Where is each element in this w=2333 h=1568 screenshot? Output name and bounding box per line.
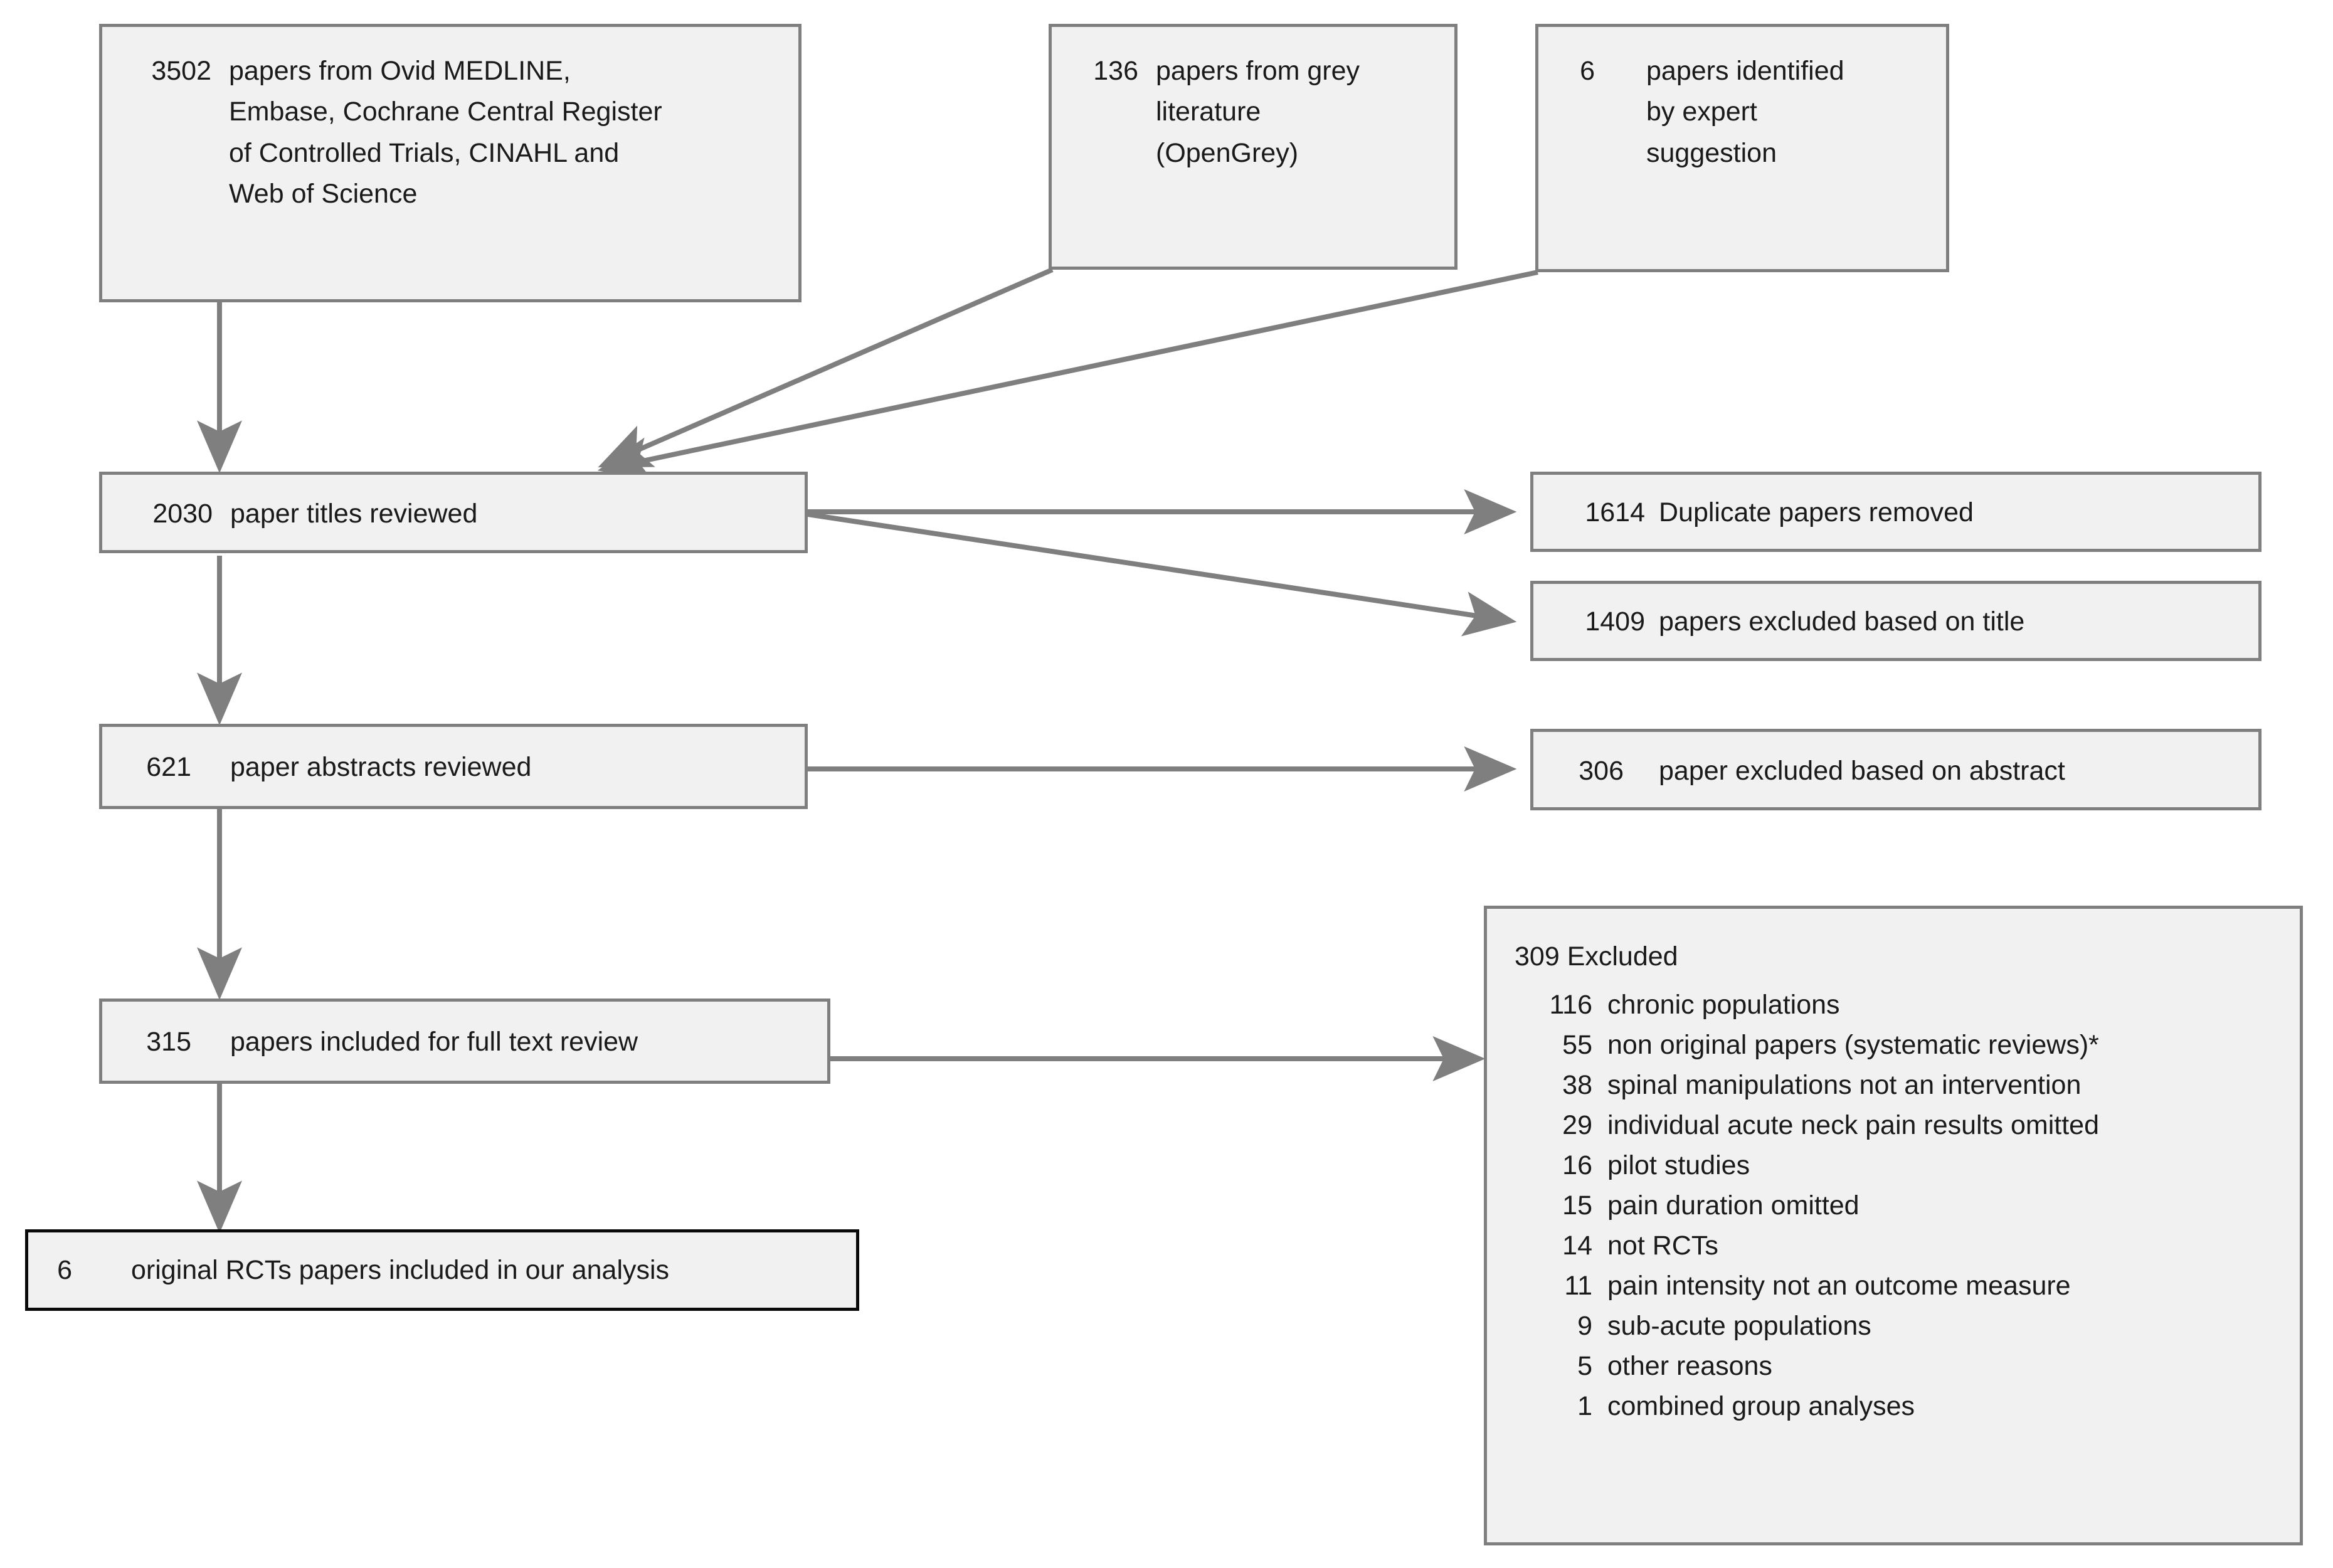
excluded-reason-row: 9 sub-acute populations — [1515, 1306, 2099, 1346]
database-search-label-1: papers from Ovid MEDLINE, — [229, 56, 571, 86]
full-text-review-row: 315 papers included for full text review — [125, 1022, 638, 1062]
excluded-by-title-label: papers excluded based on title — [1659, 607, 2025, 637]
box-titles-reviewed: 2030 paper titles reviewed — [99, 472, 808, 553]
excluded-by-title-count: 1409 — [1585, 607, 1645, 637]
grey-literature-line-3: (OpenGrey) — [1072, 133, 1360, 174]
expert-suggestion-label-2: by expert — [1646, 97, 1757, 127]
excluded-by-abstract-count: 306 — [1579, 756, 1624, 786]
included-studies-count: 6 — [57, 1255, 72, 1285]
excluded-reasons-list: 116 chronic populations 55 non original … — [1515, 985, 2099, 1426]
excluded-reason-count: 29 — [1562, 1110, 1592, 1141]
database-search-line-2: Embase, Cochrane Central Register — [125, 92, 662, 132]
included-studies-label: original RCTs papers included in our ana… — [131, 1255, 670, 1285]
duplicates-removed-row: 1614 Duplicate papers removed — [1557, 492, 1974, 533]
excluded-reason-label: other reasons — [1607, 1351, 1772, 1382]
excluded-reason-count: 38 — [1562, 1070, 1592, 1101]
excluded-reason-row: 5 other reasons — [1515, 1346, 2099, 1386]
duplicates-removed-count: 1614 — [1585, 497, 1645, 527]
excluded-reason-count: 1 — [1577, 1391, 1592, 1422]
excluded-reason-count: 5 — [1577, 1351, 1592, 1382]
excluded-reason-row: 55 non original papers (systematic revie… — [1515, 1025, 2099, 1065]
full-text-review-label: papers included for full text review — [230, 1027, 638, 1057]
excluded-reason-row: 14 not RCTs — [1515, 1226, 2099, 1266]
titles-reviewed-row: 2030 paper titles reviewed — [125, 494, 477, 534]
excluded-reason-row: 16 pilot studies — [1515, 1145, 2099, 1185]
database-search-label-3: of Controlled Trials, CINAHL and — [229, 137, 620, 168]
abstracts-reviewed-count: 621 — [146, 752, 191, 782]
titles-reviewed-label: paper titles reviewed — [230, 499, 478, 529]
expert-suggestion-line-2: by expert — [1558, 92, 1844, 132]
box-excluded-by-abstract: 306 paper excluded based on abstract — [1530, 729, 2262, 810]
excluded-reason-row: 15 pain duration omitted — [1515, 1185, 2099, 1226]
excluded-reason-count: 116 — [1549, 990, 1592, 1020]
box-database-search: 3502 papers from Ovid MEDLINE, Embase, C… — [99, 24, 801, 302]
excluded-reason-count: 55 — [1562, 1030, 1592, 1061]
database-search-line-3: of Controlled Trials, CINAHL and — [125, 133, 662, 174]
box-included-studies: 6 original RCTs papers included in our a… — [25, 1229, 859, 1311]
grey-literature-label-1: papers from grey — [1156, 56, 1360, 86]
excluded-by-abstract-label: paper excluded based on abstract — [1659, 756, 2065, 786]
box-grey-literature: 136 papers from grey literature (OpenGre… — [1049, 24, 1457, 270]
full-text-review-count: 315 — [146, 1027, 191, 1057]
excluded-reason-count: 15 — [1562, 1190, 1592, 1221]
database-search-line-1: 3502 papers from Ovid MEDLINE, — [125, 51, 662, 92]
excluded-reason-label: combined group analyses — [1607, 1391, 1915, 1422]
database-search-line-4: Web of Science — [125, 174, 662, 215]
excluded-reason-count: 14 — [1562, 1231, 1592, 1261]
excluded-reason-row: 29 individual acute neck pain results om… — [1515, 1105, 2099, 1145]
expert-suggestion-label-3: suggestion — [1646, 137, 1777, 168]
box-full-text-review: 315 papers included for full text review — [99, 999, 830, 1084]
excluded-panel-title: 309 Excluded — [1515, 941, 1678, 972]
box-abstracts-reviewed: 621 paper abstracts reviewed — [99, 724, 808, 809]
box-duplicates-removed: 1614 Duplicate papers removed — [1530, 472, 2262, 552]
abstracts-reviewed-label: paper abstracts reviewed — [230, 752, 532, 782]
excluded-reason-label: chronic populations — [1607, 990, 1840, 1020]
grey-literature-line-1: 136 papers from grey — [1072, 51, 1360, 92]
excluded-reason-row: 1 combined group analyses — [1515, 1386, 2099, 1426]
grey-literature-line-2: literature — [1072, 92, 1360, 132]
excluded-reason-label: pilot studies — [1607, 1150, 1750, 1181]
excluded-reason-count: 11 — [1564, 1271, 1592, 1301]
box-expert-suggestion: 6 papers identified by expert suggestion — [1535, 24, 1949, 272]
excluded-reason-row: 38 spinal manipulations not an intervent… — [1515, 1065, 2099, 1105]
included-studies-row: 6 original RCTs papers included in our a… — [51, 1250, 669, 1291]
excluded-reason-label: spinal manipulations not an intervention — [1607, 1070, 2082, 1101]
grey-literature-label-2: literature — [1156, 97, 1261, 127]
excluded-reason-row: 11 pain intensity not an outcome measure — [1515, 1266, 2099, 1306]
database-search-label-4: Web of Science — [229, 179, 418, 209]
expert-suggestion-line-1: 6 papers identified — [1558, 51, 1844, 92]
database-search-count: 3502 — [151, 56, 211, 86]
excluded-reason-label: non original papers (systematic reviews)… — [1607, 1030, 2099, 1061]
excluded-reason-label: individual acute neck pain results omitt… — [1607, 1110, 2099, 1141]
excluded-reason-count: 9 — [1577, 1311, 1592, 1342]
expert-suggestion-label-1: papers identified — [1646, 56, 1844, 86]
expert-suggestion-count: 6 — [1580, 56, 1595, 86]
excluded-reason-label: pain duration omitted — [1607, 1190, 1860, 1221]
abstracts-reviewed-row: 621 paper abstracts reviewed — [125, 747, 531, 788]
expert-suggestion-line-3: suggestion — [1558, 133, 1844, 174]
excluded-reason-label: sub-acute populations — [1607, 1311, 1871, 1342]
grey-literature-count: 136 — [1093, 56, 1138, 86]
grey-literature-label-3: (OpenGrey) — [1156, 137, 1299, 168]
database-search-label-2: Embase, Cochrane Central Register — [229, 97, 662, 127]
excluded-by-abstract-row: 306 paper excluded based on abstract — [1557, 751, 2065, 792]
excluded-reason-label: not RCTs — [1607, 1231, 1718, 1261]
titles-reviewed-count: 2030 — [152, 499, 213, 529]
arrow-titles-to-excluded-title — [807, 512, 1517, 637]
excluded-reason-label: pain intensity not an outcome measure — [1607, 1271, 2071, 1301]
excluded-reason-count: 16 — [1562, 1150, 1592, 1181]
box-excluded-reasons-panel: 309 Excluded 116 chronic populations 55 … — [1484, 906, 2303, 1545]
excluded-reason-row: 116 chronic populations — [1515, 985, 2099, 1025]
box-excluded-by-title: 1409 papers excluded based on title — [1530, 581, 2262, 661]
duplicates-removed-label: Duplicate papers removed — [1659, 497, 1974, 527]
excluded-by-title-row: 1409 papers excluded based on title — [1557, 601, 2024, 642]
